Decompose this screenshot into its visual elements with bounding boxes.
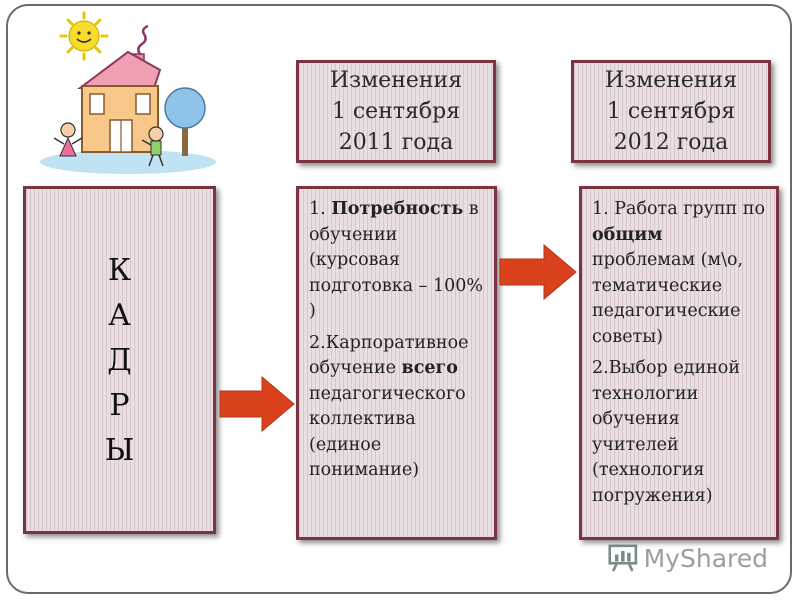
header-2011-box: Изменения 1 сентября 2011 года (296, 60, 496, 163)
item-text: 1. Работа групп по (592, 199, 765, 219)
changes-2011-box: 1. Потребность в обучении (курсовая подг… (296, 186, 497, 540)
header-2012-line3: 2012 года (613, 130, 729, 155)
kadry-box: К А Д Р Ы (23, 186, 216, 534)
header-2011-line2: 1 сентября (331, 99, 461, 124)
kadry-letter: Ы (104, 432, 135, 468)
header-2012-line1: Изменения (604, 68, 738, 93)
changes-2012-item-1: 1. Работа групп по общим проблемам (м\о,… (592, 197, 768, 350)
item-text: проблемам (м\о, тематические педагогичес… (592, 250, 744, 347)
kadry-letter: Р (109, 387, 130, 423)
arrow-right-icon (219, 375, 295, 433)
changes-2012-item-2: 2.Выбор единой технологии обучения учите… (592, 358, 740, 506)
watermark: MyShared (608, 540, 768, 576)
watermark-text: MyShared (643, 543, 768, 573)
sun-icon (59, 11, 109, 61)
item-emphasis: Потребность (331, 199, 464, 219)
item-text: 2.Карпоративное обучение (309, 332, 469, 379)
header-2012-line2: 1 сентября (606, 99, 736, 124)
kadry-letter: К (107, 252, 132, 288)
changes-2011-item-1: 1. Потребность в обучении (курсовая подг… (309, 197, 486, 325)
item-text: в обучении (курсовая подготовка – 100% ) (309, 199, 484, 321)
item-text: 1. (309, 199, 332, 219)
changes-2011-item-2: 2.Карпоративное обучение всего педагогич… (309, 331, 486, 484)
header-2012-box: Изменения 1 сентября 2012 года (571, 60, 771, 163)
header-2011-line3: 2011 года (338, 130, 454, 155)
item-text: педагогического коллектива (единое поним… (309, 383, 466, 481)
kadry-letter: Д (107, 342, 132, 378)
house-sun-children-icon (40, 11, 216, 174)
presentation-board-icon (608, 544, 638, 572)
item-emphasis: общим (592, 224, 663, 245)
house-illustration (36, 10, 216, 178)
arrow-right-icon (499, 243, 577, 301)
changes-2012-box: 1. Работа групп по общим проблемам (м\о,… (579, 186, 779, 540)
item-emphasis: всего (401, 358, 458, 378)
header-2011-line1: Изменения (329, 68, 463, 93)
kadry-letter: А (108, 297, 131, 333)
